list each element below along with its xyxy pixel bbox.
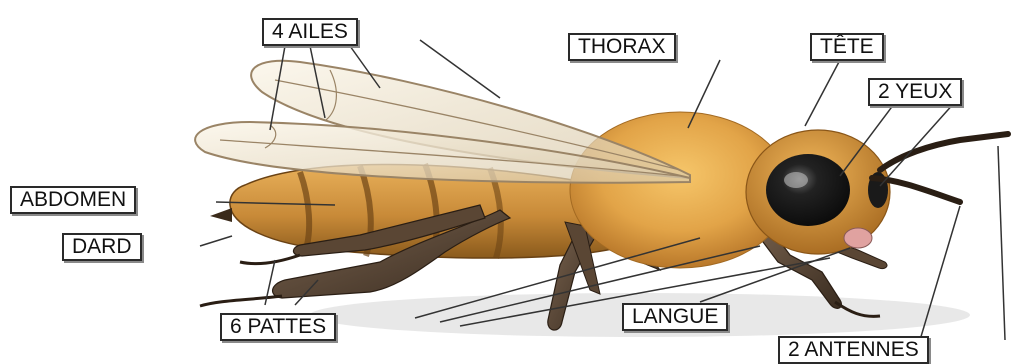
label-wings: 4 AILES bbox=[262, 18, 358, 46]
label-head: TÊTE bbox=[810, 33, 884, 61]
tongue-shape bbox=[844, 228, 872, 248]
compound-eye bbox=[766, 154, 850, 226]
label-eyes: 2 YEUX bbox=[868, 78, 962, 106]
label-legs: 6 PATTES bbox=[220, 313, 336, 341]
label-stinger: DARD bbox=[62, 233, 142, 261]
label-antennae: 2 ANTENNES bbox=[778, 336, 929, 364]
label-tongue: LANGUE bbox=[622, 303, 728, 331]
stinger-shape bbox=[210, 208, 232, 222]
hind-leg-foot bbox=[200, 296, 282, 306]
eye-highlight bbox=[784, 172, 808, 188]
label-thorax: THORAX bbox=[568, 33, 676, 61]
hind-leg-2-foot bbox=[240, 255, 300, 264]
label-abdomen: ABDOMEN bbox=[10, 186, 136, 214]
